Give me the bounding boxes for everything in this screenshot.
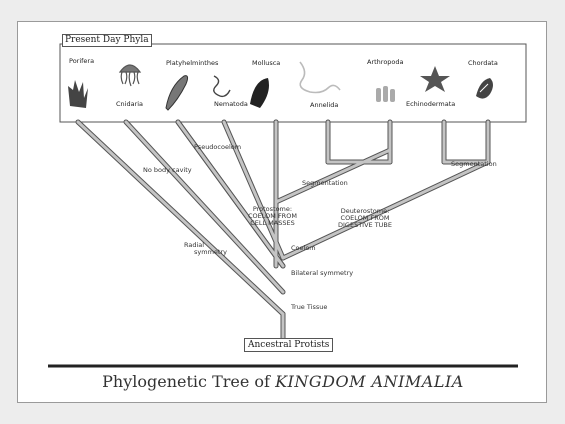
trait-no-body-cavity: No body cavity [143,167,192,174]
phylum-porifera: Porifera [69,57,94,65]
title-emphasis: KINGDOM ANIMALIA [275,372,464,391]
root-ancestral-protists: Ancestral Protists [244,338,333,352]
fish-icon [476,78,493,99]
starfish-icon [420,66,450,92]
phylum-echinodermata: Echinodermata [406,100,455,108]
trait-protostome: Protostome: COELOM FROM CELL MASSES [248,206,297,227]
segmented-worm-icon [300,62,340,93]
phylum-platyhelminthes: Platyhelminthes [166,59,218,67]
title-plain: Phylogenetic Tree of [102,372,270,391]
jellyfish-icon [120,65,140,86]
trait-deuterostome: Deuterostome: COELOM FROM DIGESTIVE TUBE [338,208,392,229]
phylum-cnidaria: Cnidaria [116,100,143,108]
trait-radial-symmetry: Radial symmetry [184,242,227,256]
radial-symmetry-line-2: symmetry [184,249,227,256]
flatworm-icon [166,76,188,110]
sponge-icon [68,80,88,108]
roundworm-icon [214,76,230,96]
trait-bilateral-symmetry: Bilateral symmetry [291,270,353,277]
mollusk-shell-icon [250,78,269,108]
phylum-nematoda: Nematoda [214,100,248,108]
trait-segmentation-right: Segmentation [451,161,497,168]
panel-title: Present Day Phyla [62,34,152,47]
phylum-annelida: Annelida [310,101,338,109]
protostome-line-3: CELL MASSES [248,220,297,227]
trait-pseudocoelom: Pseudocoelom [194,144,241,151]
tree-branches-fill [78,122,488,348]
phylum-arthropoda: Arthropoda [367,58,404,66]
deuterostome-line-3: DIGESTIVE TUBE [338,222,392,229]
trait-coelom: Coelom [291,245,316,252]
diagram-title: Phylogenetic Tree of KINGDOM ANIMALIA [18,372,548,391]
trait-true-tissue: True Tissue [291,304,327,311]
phylum-chordata: Chordata [468,59,498,67]
trait-segmentation-left: Segmentation [302,180,348,187]
slide: Present Day Phyla Porifera Cnidaria Plat… [17,21,547,403]
arthropod-icon [376,86,395,102]
phylum-mollusca: Mollusca [252,59,280,67]
